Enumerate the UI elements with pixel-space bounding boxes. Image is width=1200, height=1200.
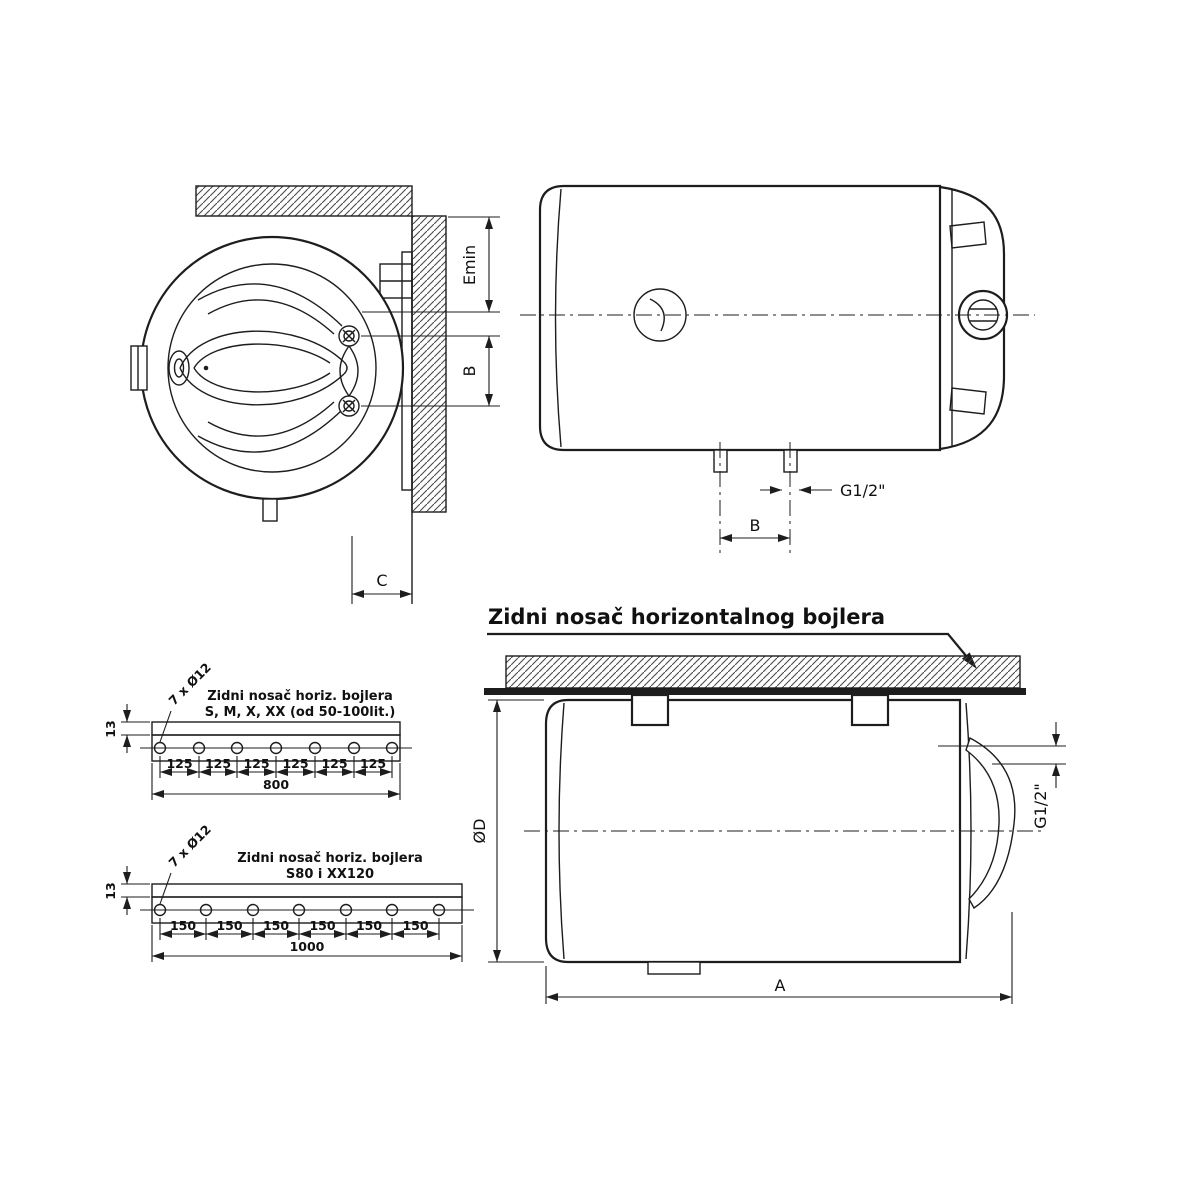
spacing-label: 125: [205, 756, 231, 771]
spacing-label: 125: [243, 756, 269, 771]
title-block: Zidni nosač horizontalnog bojlera: [487, 605, 977, 669]
side-view-dimensions: G1/2" B: [720, 481, 886, 542]
dim-label-g12: G1/2": [840, 481, 886, 500]
hanging-tab: [850, 693, 890, 727]
drawing-title: Zidni nosač horizontalnog bojlera: [488, 605, 885, 629]
bracket-large-label-1: Zidni nosač horiz. bojlera: [237, 851, 423, 866]
dim-label-diameter: ØD: [470, 819, 489, 844]
dim-label-13: 13: [103, 720, 118, 737]
bracket-large-view: Zidni nosač horiz. bojlera S80 i XX120 7…: [103, 822, 474, 962]
wall-hatch-top: [195, 185, 413, 217]
leader-line: [159, 710, 172, 743]
dim-label-g12: G1/2": [1031, 783, 1050, 829]
bracket-flange: [151, 883, 463, 898]
holes-note: 7 x Ø12: [166, 822, 214, 870]
bracket-small-label-2: S, M, X, XX (od 50-100lit.): [205, 705, 396, 720]
length-dimension: A: [545, 912, 1013, 1004]
wall-hatch: [505, 655, 1021, 689]
dim-label-b: B: [750, 516, 761, 535]
bracket-small-view: Zidni nosač horiz. bojlera S, M, X, XX (…: [103, 660, 412, 800]
wall-bracket-hook: [965, 736, 1016, 910]
spacing-label: 150: [170, 918, 196, 933]
spacing-label: 150: [356, 918, 382, 933]
total-length-dimension: 800: [151, 763, 401, 800]
dim-label-a: A: [775, 976, 786, 995]
bracket-holes: [153, 903, 446, 917]
front-view: Emin B C: [130, 185, 500, 604]
mounted-view: ØD A G1/2": [470, 655, 1066, 1004]
center-mark: [203, 365, 209, 371]
hanging-tab: [630, 693, 670, 727]
dim-label-1000: 1000: [290, 939, 325, 954]
dim-label-c: C: [376, 571, 387, 590]
bottom-fitting: [262, 498, 278, 522]
title-leader-line: [487, 632, 968, 658]
spacing-dimensions: 125 125 125 125 125 125: [159, 756, 393, 778]
thickness-dimension: 13: [103, 704, 150, 753]
cap-tab-top: [949, 221, 987, 249]
spacing-label: 125: [166, 756, 192, 771]
dim-label-13: 13: [103, 882, 118, 899]
bolt-top: [338, 325, 360, 347]
bracket-small-label-1: Zidni nosač horiz. bojlera: [207, 689, 393, 704]
dim-label-b: B: [460, 366, 479, 377]
leader-line: [159, 872, 172, 905]
side-fitting: [130, 345, 148, 391]
bracket-holes: [153, 741, 399, 755]
dished-end-line: [554, 188, 562, 448]
wall-hatch-side: [411, 215, 447, 513]
bracket-large-label-2: S80 i XX120: [286, 867, 374, 882]
total-length-dimension: 1000: [151, 925, 463, 962]
bracket-flange: [151, 721, 401, 736]
cap-tab-bottom: [949, 387, 987, 415]
bottom-strip: [647, 961, 701, 975]
spacing-label: 125: [282, 756, 308, 771]
spacing-label: 150: [402, 918, 428, 933]
tank-front-detail: [168, 283, 359, 453]
thickness-dimension: 13: [103, 866, 150, 915]
boiler-body: [544, 698, 962, 964]
wall-surface-bar: [484, 688, 1026, 695]
boiler-body: [538, 184, 942, 452]
thermostat-pointer: [649, 298, 665, 332]
spacing-label: 150: [309, 918, 335, 933]
bolt-bottom: [338, 395, 360, 417]
spacing-label: 125: [321, 756, 347, 771]
front-view-dimensions: Emin B C: [351, 216, 500, 604]
dim-label-800: 800: [263, 777, 289, 792]
dim-label-emin: Emin: [460, 245, 479, 285]
g12-dimension: G1/2": [938, 722, 1066, 829]
spacing-label: 150: [263, 918, 289, 933]
boiler-inner-shell: [167, 263, 377, 473]
diameter-dimension: ØD: [470, 699, 544, 963]
spacing-dimensions: 150 150 150 150 150 150: [159, 918, 440, 940]
spacing-label: 125: [360, 756, 386, 771]
side-view: G1/2" B: [520, 184, 1035, 556]
spacing-label: 150: [216, 918, 242, 933]
